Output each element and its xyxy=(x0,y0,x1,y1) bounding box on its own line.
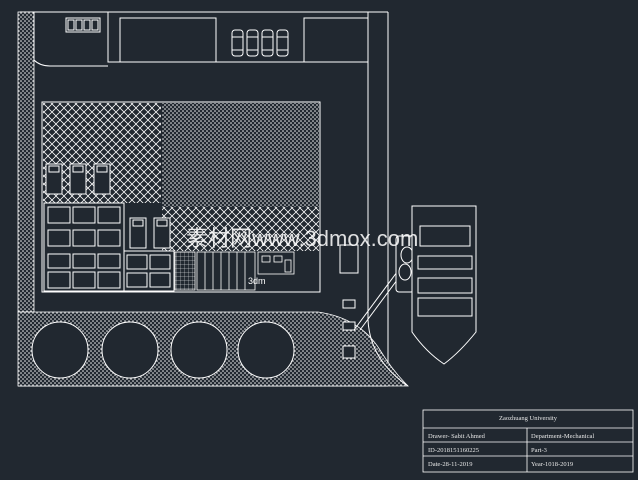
factory-outline xyxy=(41,101,321,293)
title-date: Date-28-11-2019 xyxy=(428,461,473,468)
road-edges xyxy=(33,12,409,387)
grid-panel xyxy=(174,251,196,291)
title-year: Year-1018-2019 xyxy=(531,461,573,468)
title-department: Department-Mechanical xyxy=(531,433,594,440)
watermark-text: 素材网www.3dmox.com xyxy=(186,226,418,251)
machine-grid xyxy=(43,202,175,292)
road-side-items xyxy=(339,244,407,359)
title-drawer: Drawer- Sabit Ahmed xyxy=(428,433,486,440)
title-block xyxy=(422,409,634,473)
control-cabinets xyxy=(196,251,295,291)
top-structures xyxy=(65,12,369,63)
dotted-floor xyxy=(162,103,319,207)
title-university: Zaozhuang University xyxy=(499,415,558,422)
loading-arm xyxy=(395,235,415,293)
herringbone-strip xyxy=(162,207,319,251)
title-id: ID-2018151160225 xyxy=(428,447,479,454)
title-part: Part-3 xyxy=(531,447,547,454)
equipment-bays xyxy=(45,163,171,249)
storage-tanks xyxy=(31,321,295,379)
stamp-label: 3dm xyxy=(248,276,266,286)
dotted-left-wall xyxy=(17,11,35,313)
ship xyxy=(411,205,477,365)
